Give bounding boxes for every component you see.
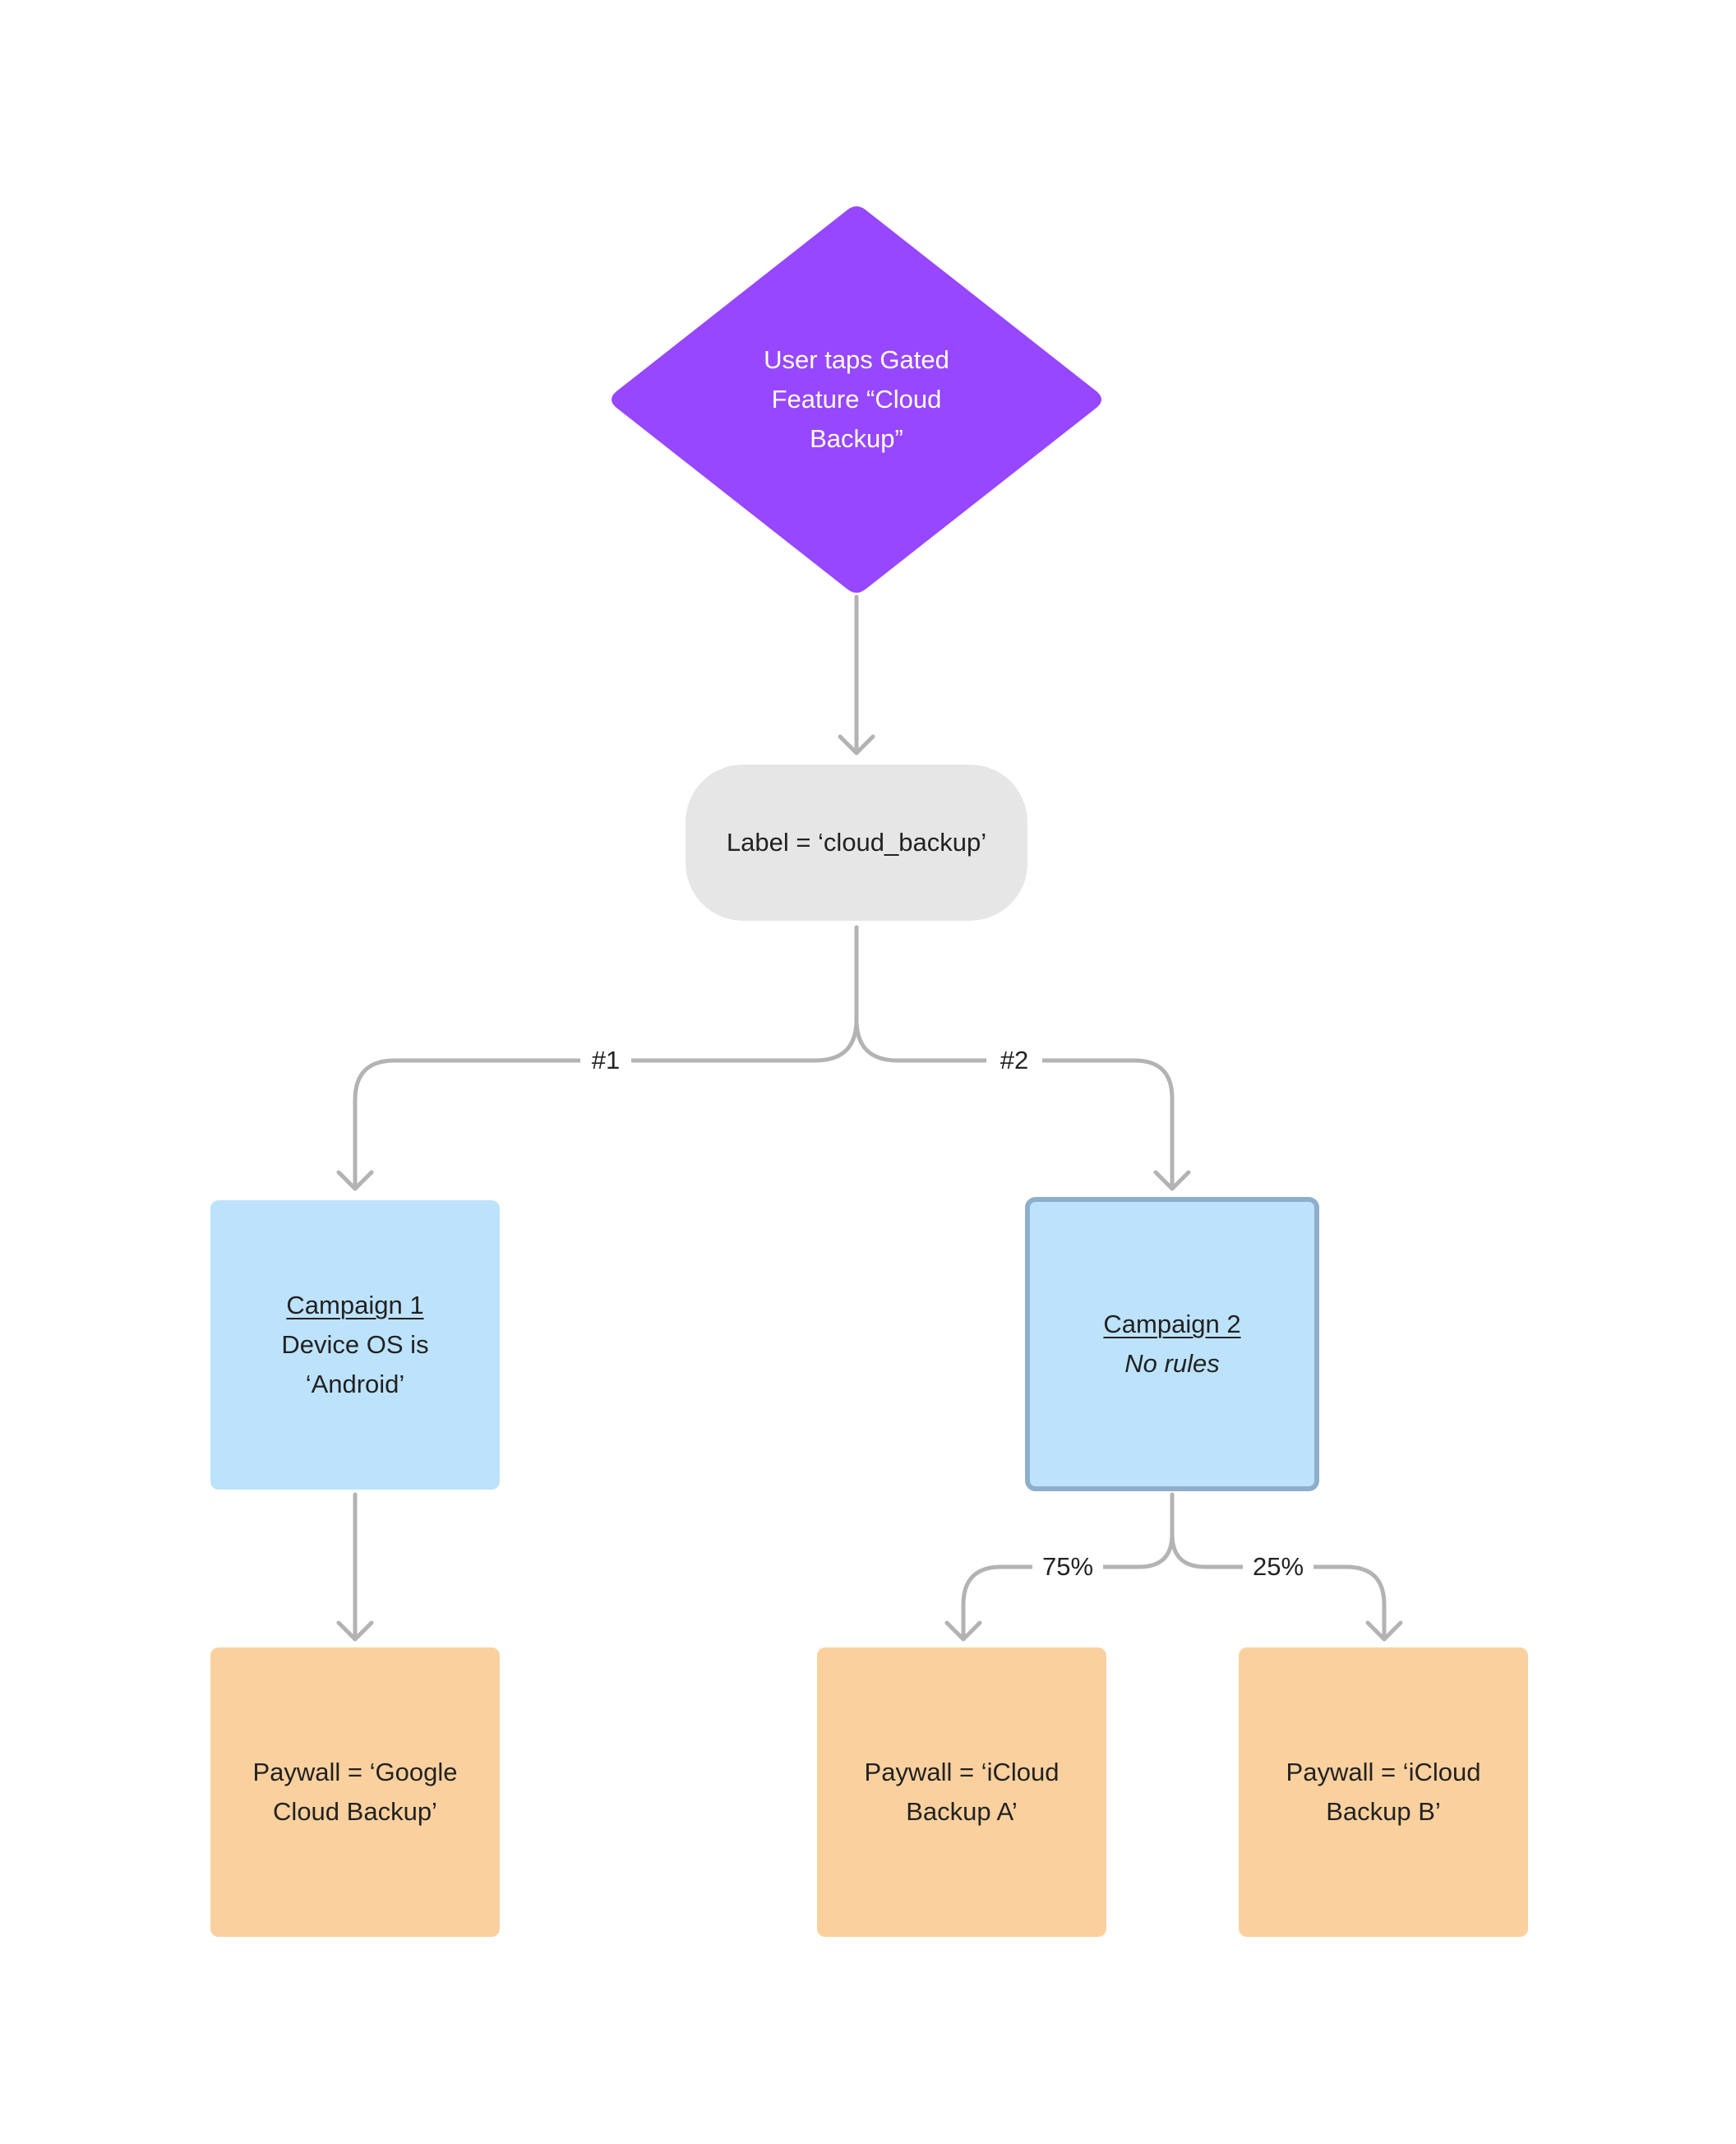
connector-campaign2-to-paywall-a [961,1492,1175,1642]
connector-label-to-campaign2 [854,1017,1175,1191]
start-line-3: Backup” [810,424,903,453]
arrowhead-down-icon [1153,1170,1191,1191]
label-node [686,765,1027,921]
start-decision-diamond [612,206,1101,593]
edge-label-priority-2: #2 [986,1044,1042,1077]
arrowhead-down-icon [838,734,875,755]
paywall-google-line-1: Paywall = ‘Google [252,1758,458,1786]
label-node-value: Label = ‘cloud_backup’ [726,828,987,857]
paywall-google-line-2: Cloud Backup’ [273,1797,437,1826]
arrowhead-down-icon [336,1170,374,1191]
paywall-google-text: Paywall = ‘Google Cloud Backup’ [210,1647,500,1937]
campaign1-rule-line-1: Device OS is [281,1330,429,1359]
campaign2-title: Campaign 2 [1103,1310,1241,1338]
edge-label-split-25: 25% [1243,1550,1314,1583]
campaign2-rule: No rules [1124,1349,1220,1378]
paywall-icloud-b-box [1239,1647,1528,1937]
paywall-icloud-a-text: Paywall = ‘iCloud Backup A’ [817,1647,1106,1937]
campaign1-rule-line-2: ‘Android’ [305,1370,405,1398]
campaign2-box [1025,1197,1319,1491]
paywall-icloud-a-line-2: Backup A’ [906,1797,1018,1826]
label-node-text: Label = ‘cloud_backup’ [686,765,1027,921]
arrowhead-down-icon [944,1620,982,1642]
start-line-2: Feature “Cloud [771,385,942,414]
campaign2-text: Campaign 2 No rules [1027,1199,1317,1489]
start-decision-text: User taps Gated Feature “Cloud Backup” [692,324,1021,475]
paywall-icloud-b-text: Paywall = ‘iCloud Backup B’ [1239,1647,1528,1937]
campaign1-box [210,1200,500,1490]
paywall-icloud-b-line-2: Backup B’ [1326,1797,1441,1826]
connector-campaign2-to-paywall-b [1170,1532,1387,1642]
paywall-google-box [210,1647,500,1937]
edge-label-split-75: 75% [1032,1550,1103,1583]
paywall-icloud-a-line-1: Paywall = ‘iCloud [864,1758,1060,1786]
arrowhead-down-icon [336,1620,374,1642]
campaign1-text: Campaign 1 Device OS is ‘Android’ [210,1200,500,1490]
edge-label-priority-1: #1 [580,1044,631,1077]
campaign1-title: Campaign 1 [286,1291,424,1319]
paywall-icloud-b-line-1: Paywall = ‘iCloud [1286,1758,1481,1786]
arrowhead-down-icon [1365,1620,1403,1642]
start-line-1: User taps Gated [764,345,949,374]
paywall-icloud-a-box [817,1647,1106,1937]
